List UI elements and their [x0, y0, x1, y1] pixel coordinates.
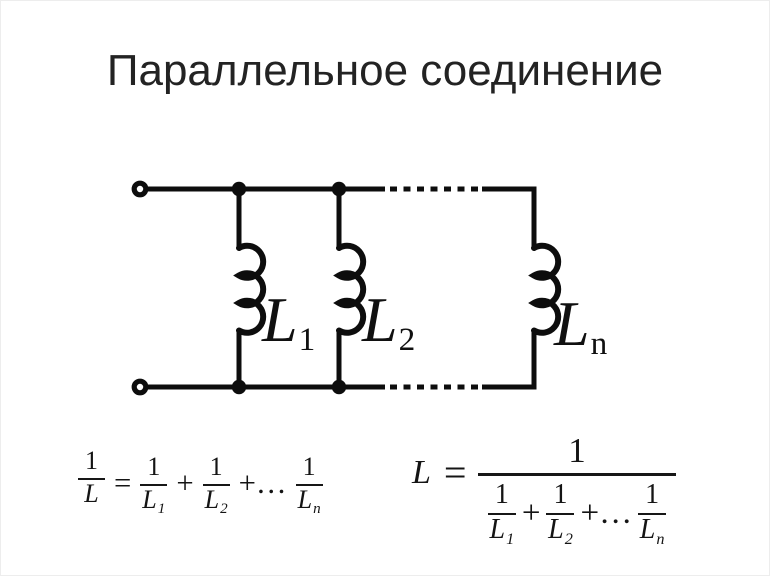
top-right-corner-wire — [482, 186, 537, 248]
numerator: 1 — [553, 479, 568, 511]
numerator: 1 — [147, 452, 161, 481]
inductor-label-1-sub: 1 — [298, 321, 316, 359]
denominator-base: L — [548, 514, 564, 546]
denominator-base: L — [142, 485, 157, 515]
fraction-bar — [546, 512, 575, 516]
denominator-sub: 1 — [506, 529, 515, 548]
formula-reciprocal: 1 L = 1 L1 + 1 L2 +… 1 Ln — [78, 446, 323, 520]
denominator: L — [84, 479, 99, 509]
inductor-label-n-sub: n — [590, 325, 608, 363]
slide-title: Параллельное соединение — [106, 46, 664, 95]
denominator-sub: 1 — [157, 501, 166, 518]
denominator-sub: 2 — [564, 529, 573, 548]
denominator-sub: 2 — [220, 501, 228, 518]
numerator: 1 — [302, 452, 316, 481]
fraction-bar — [638, 512, 667, 516]
fraction-bar — [202, 483, 230, 487]
plus-ellipsis: +… — [238, 466, 287, 501]
junction-dot-bottom-2 — [331, 379, 347, 395]
big-numerator: 1 — [568, 431, 586, 470]
numerator: 1 — [645, 479, 660, 511]
inductor-label-1-base: L — [262, 284, 298, 355]
denominator: Ln — [297, 485, 321, 518]
plus-sign: + — [521, 494, 541, 531]
inductor-label-n: Ln — [554, 292, 607, 361]
denominator-sub: n — [656, 529, 665, 548]
fraction-bar — [295, 483, 323, 487]
terminal-bottom — [131, 378, 149, 396]
inductor-label-2: L2 — [362, 288, 415, 357]
junction-dot-top-1 — [231, 181, 247, 197]
junction-dot-bottom-1 — [231, 379, 247, 395]
plus-sign: + — [176, 466, 194, 501]
bottom-right-corner-wire — [482, 330, 537, 390]
inductor-coil-1 — [233, 242, 267, 336]
formula-solved-lhs: L = — [412, 450, 467, 495]
junction-dot-top-2 — [331, 181, 347, 197]
formula-solved-fraction: 1 1 L1 + 1 L2 +… 1 Ln — [478, 430, 676, 548]
numerator: 1 — [209, 452, 223, 481]
numerator: 1 — [85, 446, 98, 475]
denominator: L1 — [489, 514, 515, 548]
fraction-1-over-Ln: 1 Ln — [295, 452, 323, 518]
denominator: L2 — [548, 514, 573, 548]
big-denominator: 1 L1 + 1 L2 +… 1 Ln — [478, 476, 676, 548]
denominator: L1 — [142, 485, 166, 518]
denominator-base: L — [204, 485, 220, 515]
fraction-1-over-Ln: 1 Ln — [638, 479, 667, 548]
inductor-label-2-base: L — [362, 284, 398, 355]
denominator-base: L — [84, 479, 99, 509]
numerator: 1 — [494, 479, 509, 511]
fraction-1-over-L2: 1 L2 — [202, 452, 230, 518]
fraction-1-over-L2: 1 L2 — [546, 479, 575, 548]
fraction-1-over-L1: 1 L1 — [487, 479, 516, 548]
denominator-sub: n — [313, 501, 321, 518]
fraction-1-over-L1: 1 L1 — [140, 452, 168, 518]
inductor-coil-n — [528, 242, 562, 336]
big-fraction-bar — [478, 473, 676, 477]
inductor-coil-2 — [333, 242, 367, 336]
equals-sign: = — [443, 450, 467, 495]
fraction-bar — [78, 477, 105, 481]
denominator-base: L — [639, 514, 656, 546]
denominator-base: L — [489, 514, 506, 546]
fraction-bar — [487, 512, 516, 516]
fraction-1-over-L: 1 L — [78, 446, 105, 509]
plus-ellipsis: +… — [580, 494, 633, 531]
inductor-label-n-base: L — [554, 288, 590, 359]
inductor-label-1: L1 — [262, 288, 315, 357]
L-variable: L — [412, 454, 431, 492]
fraction-bar — [140, 483, 168, 487]
terminal-top — [131, 180, 149, 198]
equals-sign: = — [114, 466, 132, 501]
denominator: Ln — [639, 514, 665, 548]
denominator-base: L — [297, 485, 313, 515]
denominator: L2 — [204, 485, 228, 518]
inductor-label-2-sub: 2 — [398, 321, 416, 359]
